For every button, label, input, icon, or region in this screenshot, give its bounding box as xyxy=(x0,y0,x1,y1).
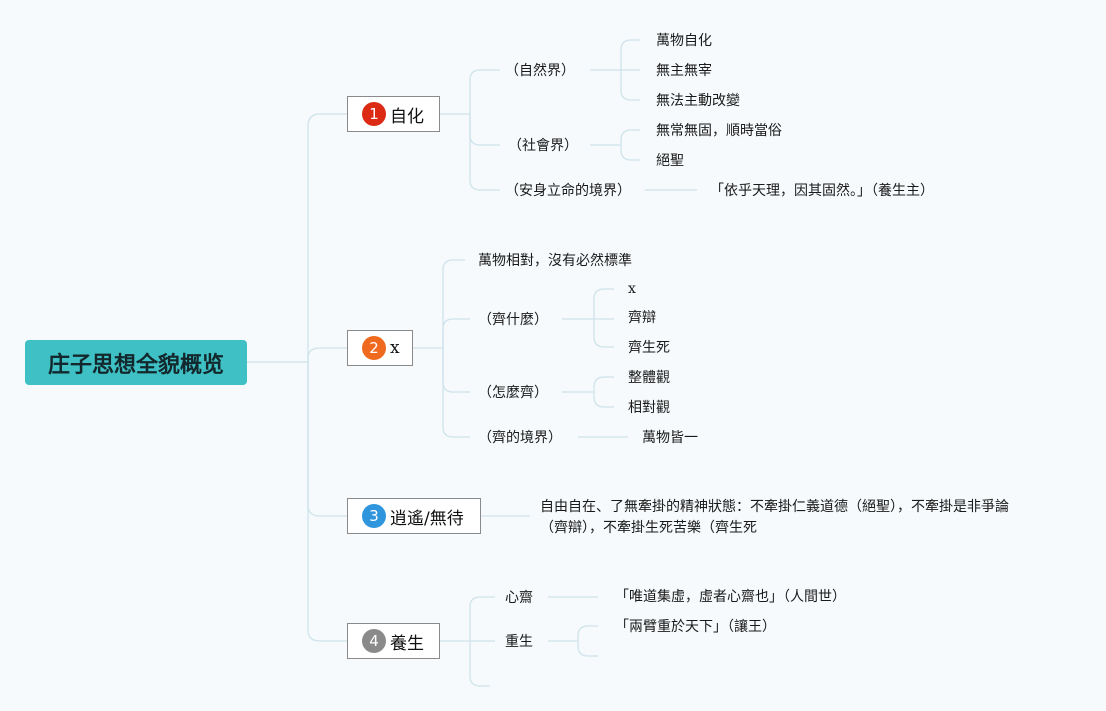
subtopic-xinzhai[interactable]: 心齋 xyxy=(505,590,533,606)
connector-b1-a xyxy=(469,69,500,114)
leaf-wuzhu-wuzai[interactable]: 無主無宰 xyxy=(656,63,712,79)
leaf-yihu-tianli[interactable]: 「依乎天理，因其固然。」（養生主） xyxy=(710,183,934,199)
connector-b2-c-1 xyxy=(593,376,614,392)
connector-b1-a-3 xyxy=(620,70,640,101)
leaf-wanwu-zihua[interactable]: 萬物自化 xyxy=(656,33,712,49)
connector-b2-c-2 xyxy=(593,392,614,408)
leaf-x[interactable]: x xyxy=(628,281,636,297)
root-topic[interactable]: 庄子思想全貌概览 xyxy=(25,340,247,385)
leaf-weidao-jixu[interactable]: 「唯道集虛，虛者心齋也」（人間世） xyxy=(615,589,846,605)
connector-b4-b-2 xyxy=(577,641,598,657)
branch-topic-3[interactable]: 3 逍遙/無待 xyxy=(347,498,481,534)
branch-topic-4-label: 養生 xyxy=(390,633,424,654)
connector-b2-a xyxy=(442,259,465,348)
leaf-qi-shengsi[interactable]: 齊生死 xyxy=(628,340,670,356)
subtopic-anshen-liming[interactable]: （安身立命的境界） xyxy=(505,183,631,199)
connector-root-branch-3 xyxy=(307,362,347,517)
connector-b2-b xyxy=(442,318,470,348)
subtopic-social-world[interactable]: （社會界） xyxy=(508,138,578,154)
connector-b2-c xyxy=(442,348,470,393)
leaf-wuchang-wugu[interactable]: 無常無固，順時當俗 xyxy=(656,123,782,139)
branch-topic-3-label: 逍遙/無待 xyxy=(390,508,464,529)
leaf-juesheng[interactable]: 絕聖 xyxy=(656,153,684,169)
subtopic-zenme-qi[interactable]: （怎麼齊） xyxy=(478,385,548,401)
branch-topic-1-label: 自化 xyxy=(390,106,424,127)
connector-b4-c xyxy=(469,641,490,687)
leaf-wanwu-jieyi[interactable]: 萬物皆一 xyxy=(642,430,698,446)
connector-b4-b-1 xyxy=(577,625,598,641)
leaf-zhengti-guan[interactable]: 整體觀 xyxy=(628,370,670,386)
subtopic-natural-world[interactable]: （自然界） xyxy=(505,63,575,79)
subtopic-qi-shenme[interactable]: （齊什麼） xyxy=(478,312,548,328)
number-badge-1: 1 xyxy=(362,102,386,126)
connector-root-branch-2 xyxy=(307,347,347,362)
connector-b1-c xyxy=(469,114,500,191)
connector-root-branch-1 xyxy=(307,113,347,362)
leaf-qi-bian[interactable]: 齊辯 xyxy=(628,310,656,326)
connector-b2-d xyxy=(442,348,470,438)
leaf-liangbi-zhong[interactable]: 「兩臂重於天下」（讓王） xyxy=(615,619,776,635)
branch-topic-4[interactable]: 4 養生 xyxy=(347,623,440,659)
connector-b2-b-3 xyxy=(593,319,614,348)
subtopic-qi-jingjie[interactable]: （齊的境界） xyxy=(478,430,562,446)
connector-b1-a-1 xyxy=(620,39,640,70)
subtopic-ziyou-zizai[interactable]: 自由自在、了無牽掛的精神狀態：不牽掛仁義道德（絕聖），不牽掛是非爭論（齊辯），不… xyxy=(540,499,1009,536)
number-badge-2: 2 xyxy=(362,336,386,360)
connector-root-branch-4 xyxy=(307,362,347,642)
branch-topic-1[interactable]: 1 自化 xyxy=(347,96,440,132)
connector-b2-b-1 xyxy=(593,288,614,319)
leaf-xiangdui-guan[interactable]: 相對觀 xyxy=(628,400,670,416)
connector-b1-b xyxy=(469,114,500,146)
branch-topic-2[interactable]: 2 x xyxy=(347,330,413,366)
subtopic-zhongsheng[interactable]: 重生 xyxy=(505,634,533,650)
connector-b4-a xyxy=(469,596,495,641)
connector-b1-b-2 xyxy=(620,145,640,161)
connector-b1-b-1 xyxy=(620,129,640,145)
number-badge-3: 3 xyxy=(362,504,386,528)
root-topic-label: 庄子思想全貌概览 xyxy=(47,352,224,378)
leaf-wufa-zhudong[interactable]: 無法主動改變 xyxy=(656,93,740,109)
number-badge-4: 4 xyxy=(362,629,386,653)
subtopic-wanwu-xiangdui[interactable]: 萬物相對，沒有必然標準 xyxy=(478,253,632,269)
branch-topic-2-label: x xyxy=(390,338,400,358)
